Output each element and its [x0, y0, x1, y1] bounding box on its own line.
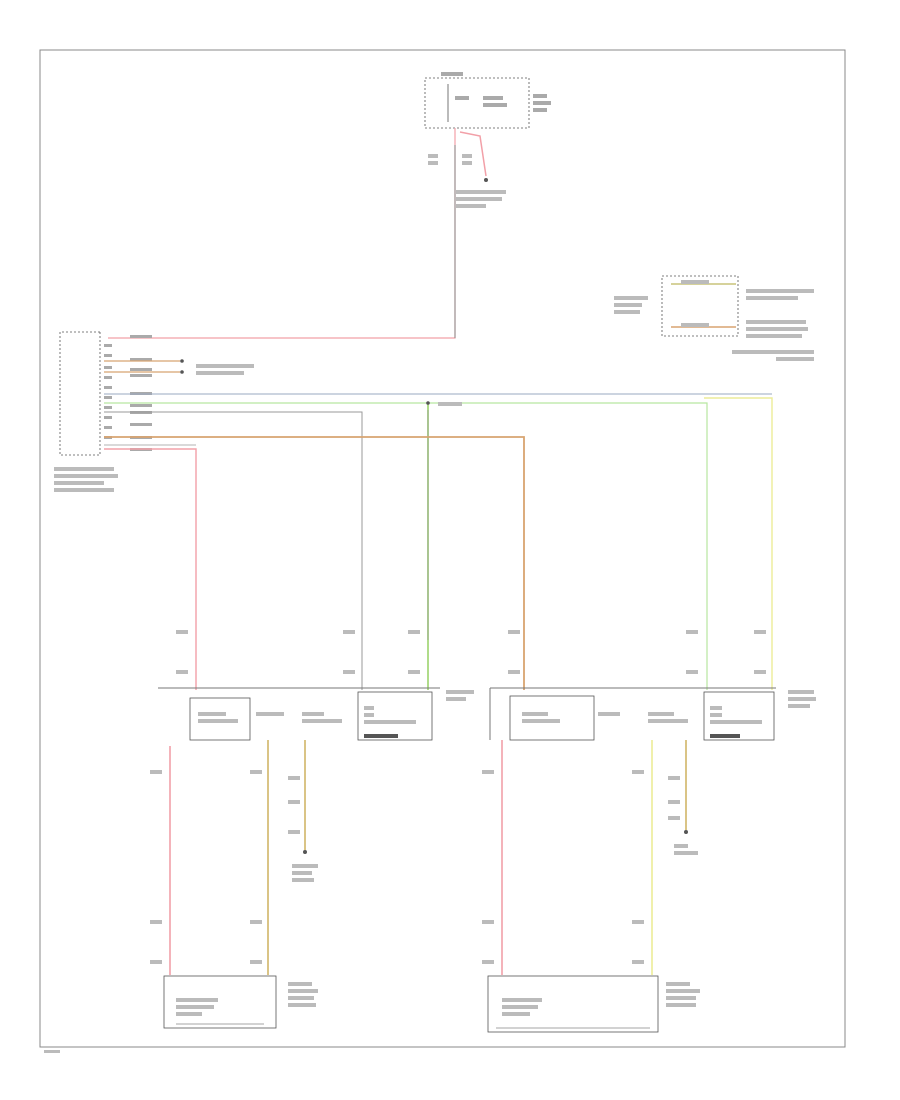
relay-box: [661, 275, 739, 337]
ground-symbol-right: [684, 830, 688, 834]
right-motor-box: [487, 975, 700, 1033]
fuse-box: [424, 72, 551, 129]
module-pins: [104, 335, 152, 451]
wire-fuse-ground: [459, 131, 487, 177]
control-module: [59, 331, 101, 456]
left-seat-module: [158, 687, 474, 741]
connector-labels: [176, 630, 766, 674]
left-motor-box: [163, 975, 318, 1029]
ground-symbol-top: [484, 178, 488, 182]
right-seat-module: [489, 687, 816, 741]
wire-feed-main: [108, 128, 456, 339]
wire-green: [104, 402, 708, 640]
page-frame: [39, 49, 846, 1048]
ground-symbol-left: [303, 850, 307, 854]
